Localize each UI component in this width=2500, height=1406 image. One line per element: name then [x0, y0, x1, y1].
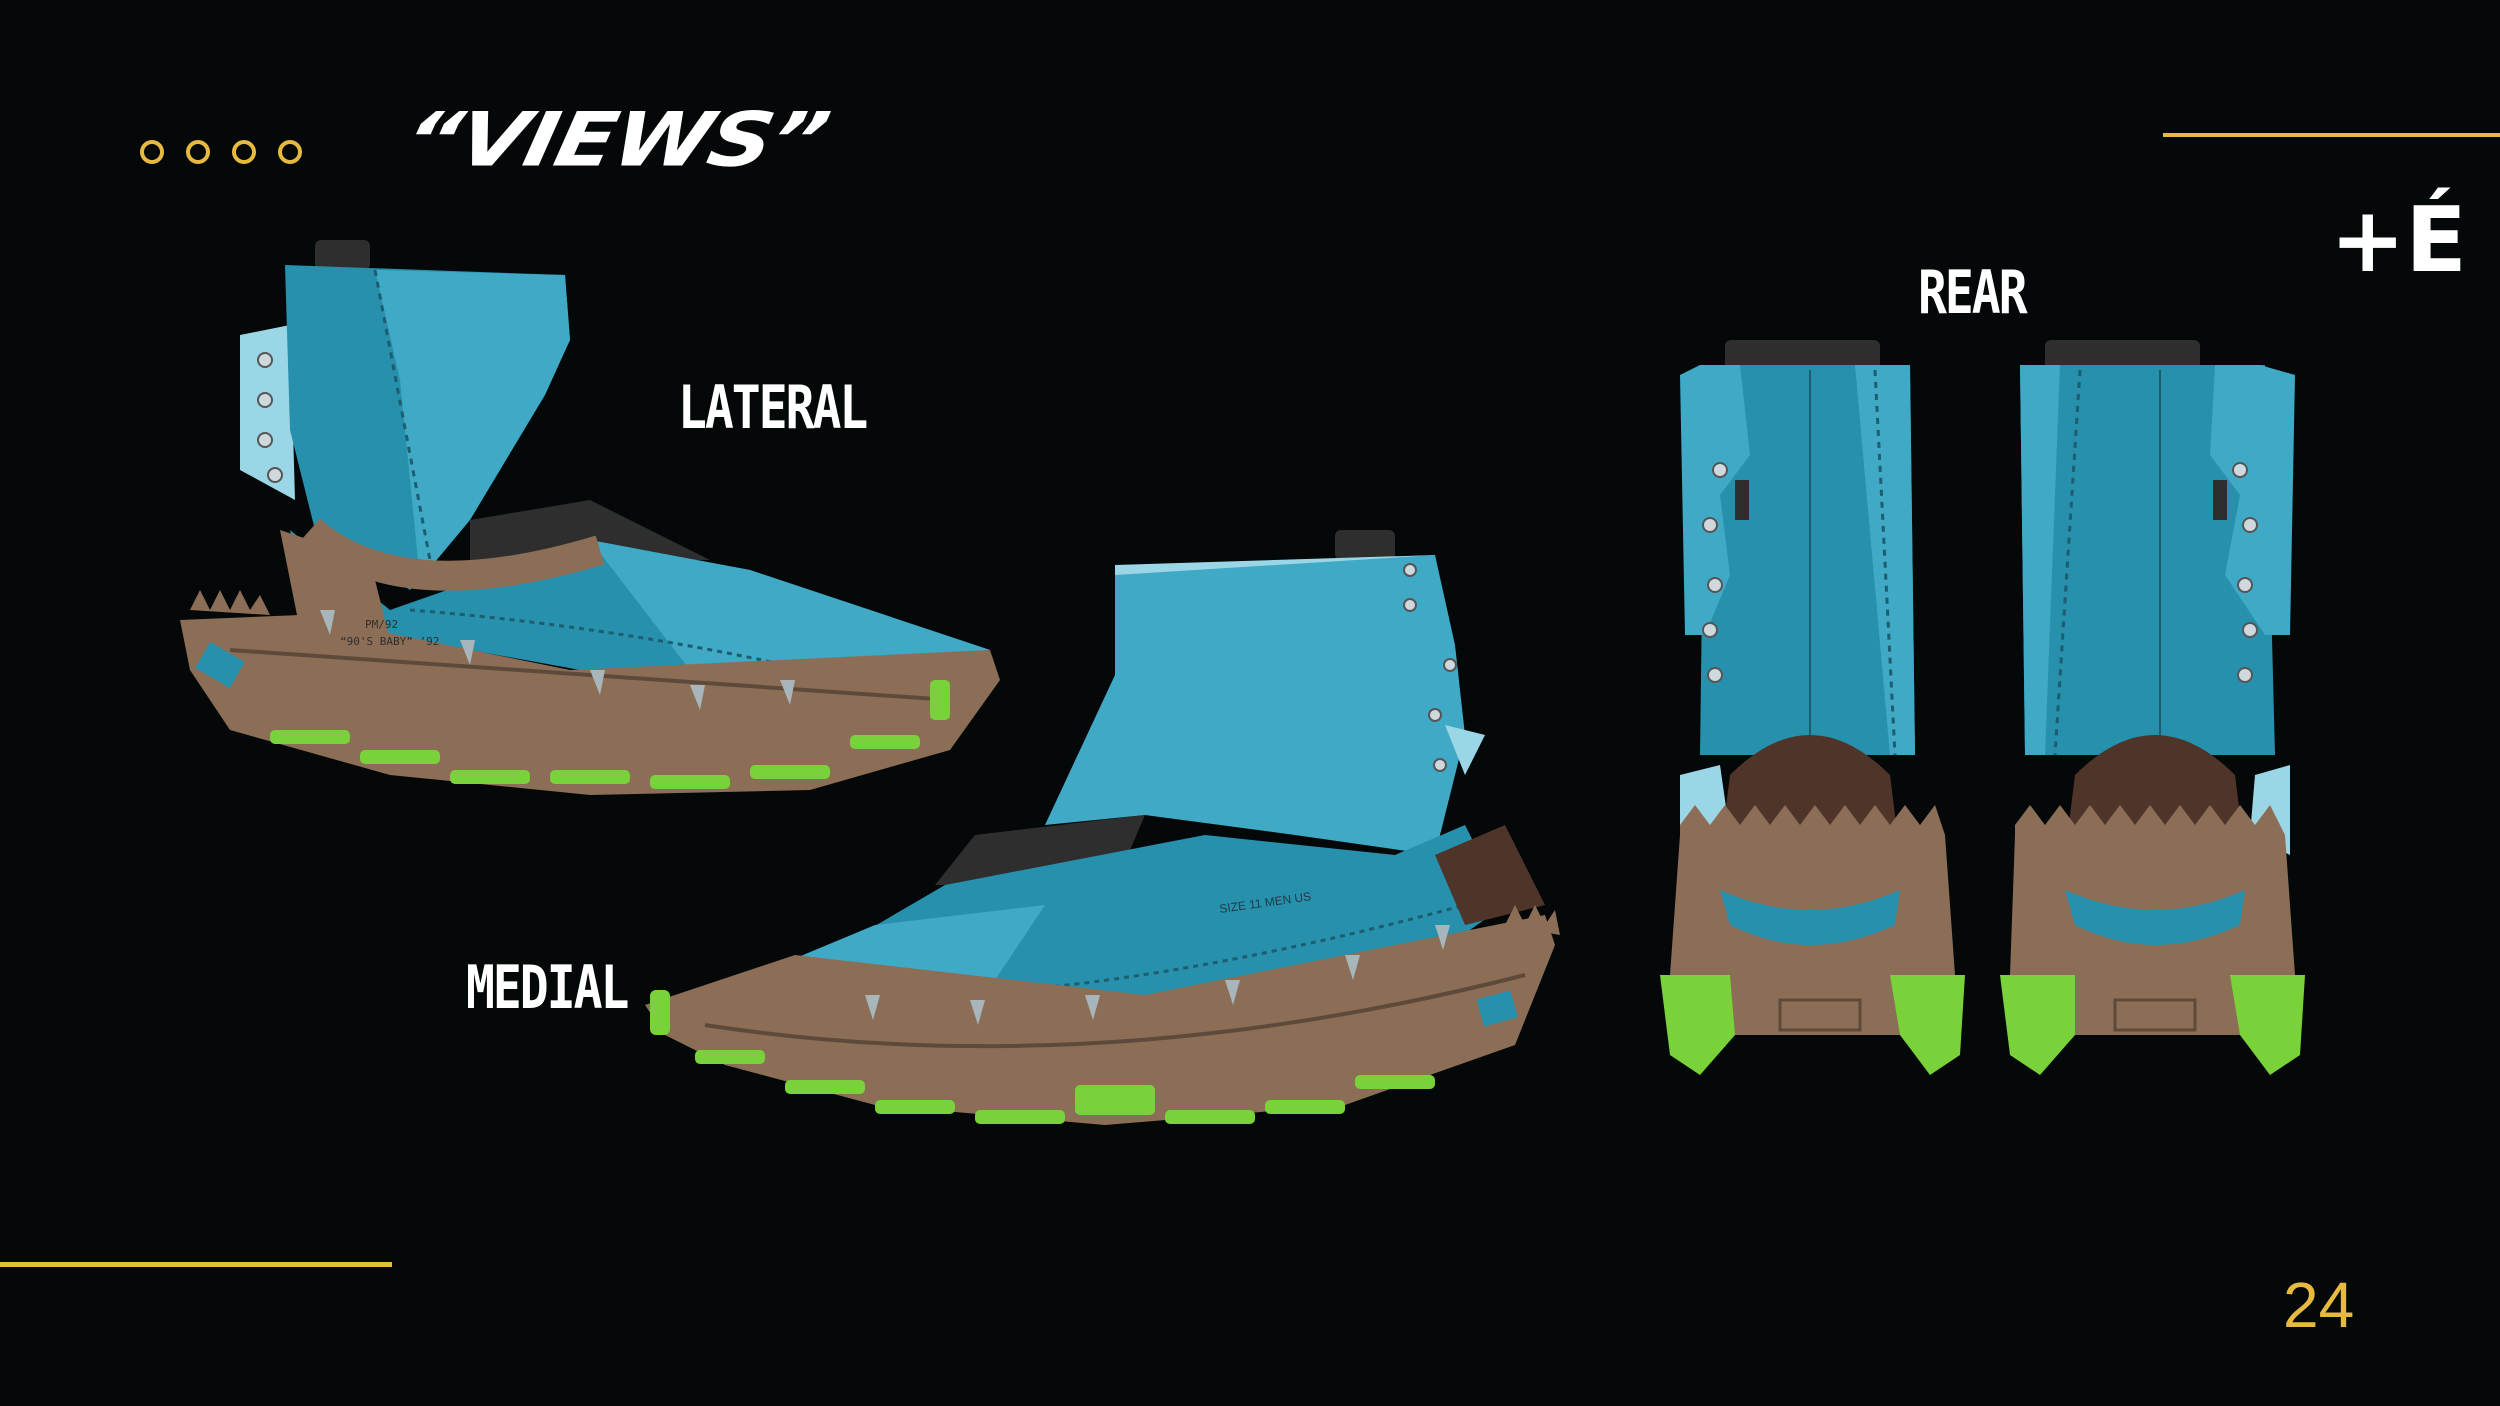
- medial-label: MEDIAL: [466, 953, 629, 1023]
- bottom-accent-line: [0, 1262, 392, 1267]
- medial-shoe-illustration: SIZE 11 MEN US: [645, 530, 1560, 1125]
- top-accent-line: [2163, 133, 2500, 137]
- rear-left-boot-illustration: [1660, 340, 1965, 1075]
- rear-right-boot-illustration: [2000, 340, 2305, 1075]
- decor-dot: [232, 140, 256, 164]
- decor-dots: [140, 140, 302, 164]
- slide-title: “VIEWS”: [395, 95, 836, 184]
- lateral-print-line1: PM/92: [365, 618, 398, 631]
- page-number: 24: [2283, 1269, 2355, 1341]
- rear-label: REAR: [1918, 258, 2028, 328]
- lateral-shoe-illustration: PM/92 “90'S BABY” ’92: [180, 240, 1000, 795]
- decor-dot: [278, 140, 302, 164]
- brand-logo: +É: [2330, 188, 2467, 293]
- decor-dot: [186, 140, 210, 164]
- lateral-label: LATERAL: [678, 373, 868, 443]
- decor-dot: [140, 140, 164, 164]
- lateral-print-line2: “90'S BABY” ’92: [340, 635, 439, 648]
